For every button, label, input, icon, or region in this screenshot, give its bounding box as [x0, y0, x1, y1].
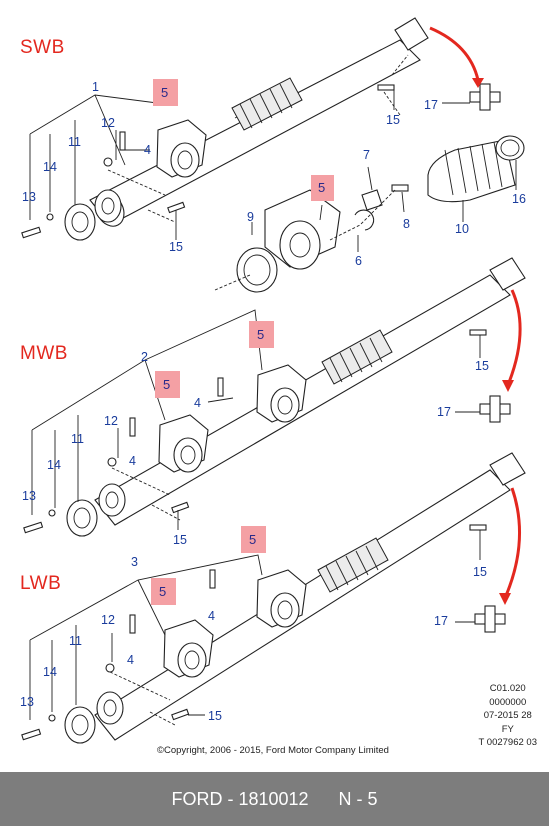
meta-line: C01.020 — [489, 683, 526, 694]
callout: 12 — [101, 613, 115, 627]
callout: 16 — [512, 192, 526, 206]
highlight-callout: 5 — [153, 79, 178, 106]
swb-boot — [427, 135, 525, 222]
callout: 7 — [363, 148, 370, 162]
mwb-callouts: 2 5 5 4 12 4 11 14 13 15 15 17 — [22, 321, 489, 547]
callout: 4 — [208, 609, 215, 623]
callout: 15 — [173, 533, 187, 547]
callout: 4 — [129, 454, 136, 468]
swb-assembly — [21, 17, 501, 241]
svg-text:5: 5 — [163, 377, 170, 392]
variant-label-mwb: MWB — [20, 343, 68, 364]
swb-end-yoke — [394, 17, 429, 51]
callout: 17 — [434, 614, 448, 628]
mwb-bellows — [321, 329, 393, 385]
svg-text:5: 5 — [257, 327, 264, 342]
mwb-end-yoke — [489, 257, 526, 291]
meta-line: T 0027962 03 — [478, 737, 537, 748]
callout: 14 — [43, 160, 57, 174]
footer-text: FORD - 1810012 N - 5 — [171, 788, 378, 809]
callout: 15 — [169, 240, 183, 254]
swb-bellows — [231, 77, 303, 131]
meta-line: 0000000 — [489, 696, 527, 708]
lwb-assembly — [21, 452, 526, 744]
svg-text:5: 5 — [159, 584, 166, 599]
callout: 15 — [386, 113, 400, 127]
callout: 11 — [71, 432, 84, 446]
mwb-universal-joint — [455, 395, 511, 423]
copyright-notice: ©Copyright, 2006 - 2015, Ford Motor Comp… — [157, 745, 389, 756]
driveshaft-exploded-diagram: 1 5 12 4 11 14 13 15 17 15 16 10 7 8 6 9… — [20, 17, 526, 744]
callout: 15 — [473, 565, 487, 579]
drawing-metadata: C01.020 0000000 07-2015 28 FY T 0027962 … — [479, 682, 537, 750]
callout: 8 — [403, 217, 410, 231]
swb-coupling — [64, 189, 122, 241]
callout: 14 — [43, 665, 57, 679]
callout: 4 — [144, 143, 151, 157]
callout: 9 — [247, 210, 254, 224]
highlight-callout: 5 — [311, 175, 334, 201]
highlight-callout: 5 — [249, 321, 274, 348]
callout: 13 — [20, 695, 34, 709]
lwb-bellows — [317, 537, 389, 593]
highlight-callout: 5 — [241, 526, 266, 553]
callout: 11 — [68, 135, 81, 149]
lwb-universal-joint — [455, 605, 506, 633]
mwb-assembly — [23, 257, 526, 537]
callout: 3 — [131, 555, 138, 569]
callout: 15 — [475, 359, 489, 373]
mwb-bolts — [23, 329, 487, 534]
callout: 17 — [424, 98, 438, 112]
lwb-centre-bearings — [163, 569, 307, 678]
meta-line: FY — [501, 723, 514, 735]
swb-exploded-bearing — [214, 166, 409, 293]
swb-callouts: 1 5 12 4 11 14 13 15 17 15 16 10 7 8 6 9… — [22, 79, 526, 268]
callout: 12 — [104, 414, 118, 428]
callout: 13 — [22, 190, 36, 204]
svg-text:5: 5 — [161, 85, 168, 100]
callout: 12 — [101, 116, 115, 130]
lwb-end-yoke — [489, 452, 526, 486]
callout: 10 — [455, 222, 469, 236]
callout: 1 — [92, 80, 99, 94]
mwb-coupling — [66, 483, 126, 537]
callout: 4 — [194, 396, 201, 410]
highlight-callout: 5 — [155, 371, 180, 398]
callout: 11 — [69, 634, 82, 648]
svg-text:5: 5 — [318, 180, 325, 195]
meta-line: 07-2015 28 — [483, 710, 532, 721]
callout: 14 — [47, 458, 61, 472]
callout: 17 — [437, 405, 451, 419]
callout: 15 — [208, 709, 222, 723]
variant-label-swb: SWB — [20, 37, 65, 58]
lwb-coupling — [64, 691, 124, 744]
swb-centre-bearing — [156, 119, 207, 178]
callout: 13 — [22, 489, 36, 503]
highlight-callout: 5 — [151, 578, 176, 605]
callout: 2 — [141, 350, 148, 364]
variant-label-lwb: LWB — [20, 573, 62, 594]
lwb-bolts — [21, 524, 487, 741]
swb-universal-joint — [442, 83, 501, 111]
mwb-centre-bearings — [158, 364, 307, 473]
part-number-footer: FORD - 1810012 N - 5 — [0, 772, 549, 826]
callout: 4 — [127, 653, 134, 667]
lwb-callouts: 3 5 5 12 4 4 11 14 13 15 15 17 — [20, 526, 487, 723]
callout: 6 — [355, 254, 362, 268]
svg-text:5: 5 — [249, 532, 256, 547]
